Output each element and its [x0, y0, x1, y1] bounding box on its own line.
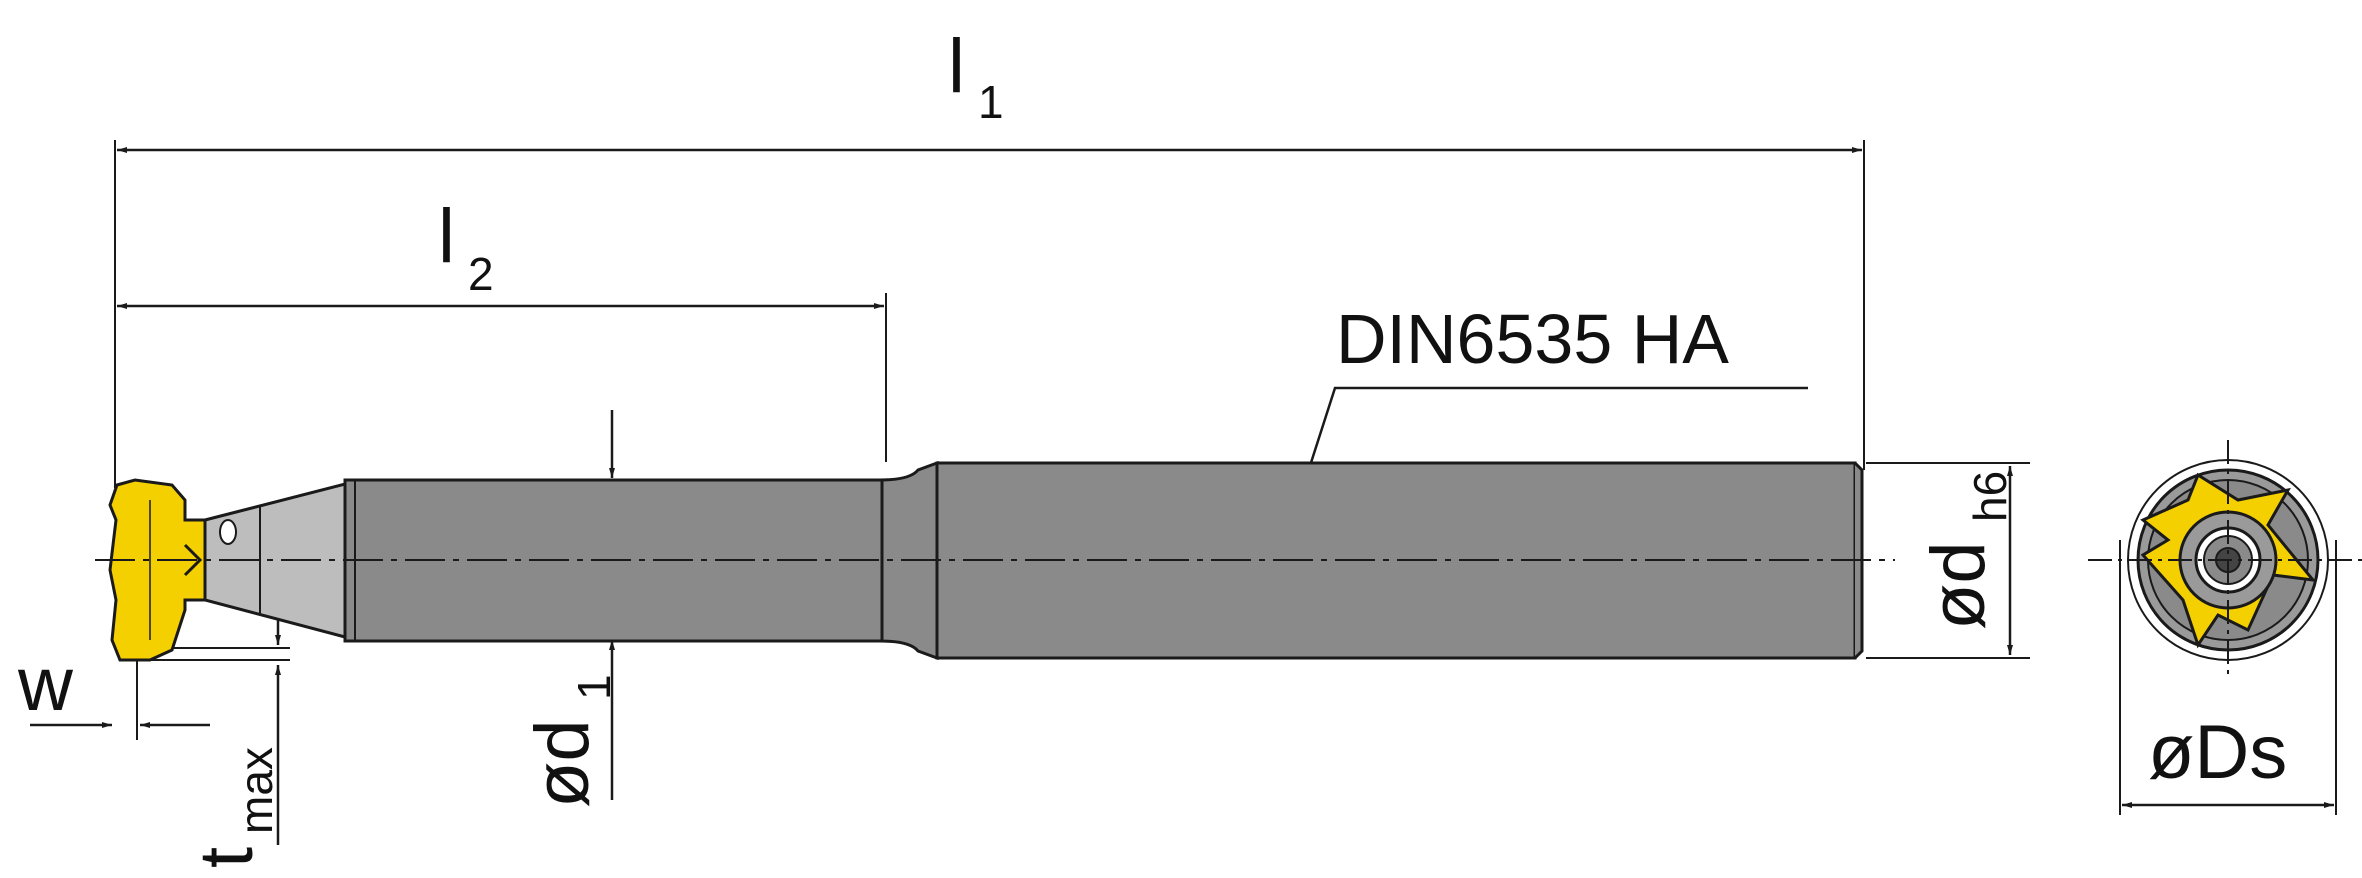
callout-din6535: DIN6535 HA [1336, 300, 1729, 378]
label-d1: ød 1 [520, 674, 620, 808]
tool-side-view [95, 460, 1895, 662]
label-l2-sub: 2 [468, 248, 494, 300]
cutting-insert [108, 478, 207, 662]
label-l2-main: l [438, 194, 455, 279]
label-tmax: t max [184, 747, 282, 868]
label-d1-main: ød [520, 719, 605, 808]
label-Ds: øDs [2148, 710, 2287, 795]
label-dh6-main: ød [1916, 541, 2001, 630]
label-l1-main: l [948, 24, 965, 109]
label-tmax-main: t [184, 847, 269, 868]
label-dh6-sub: h6 [1964, 471, 2016, 522]
label-d1-sub: 1 [568, 674, 620, 700]
tool-end-view [2088, 440, 2362, 680]
label-w: w [17, 642, 74, 727]
label-l1-sub: 1 [978, 76, 1004, 128]
label-dh6: ød h6 [1916, 471, 2016, 630]
label-l1: l 1 [948, 24, 1004, 128]
label-l2: l 2 [438, 194, 494, 300]
label-tmax-sub: max [230, 747, 282, 834]
